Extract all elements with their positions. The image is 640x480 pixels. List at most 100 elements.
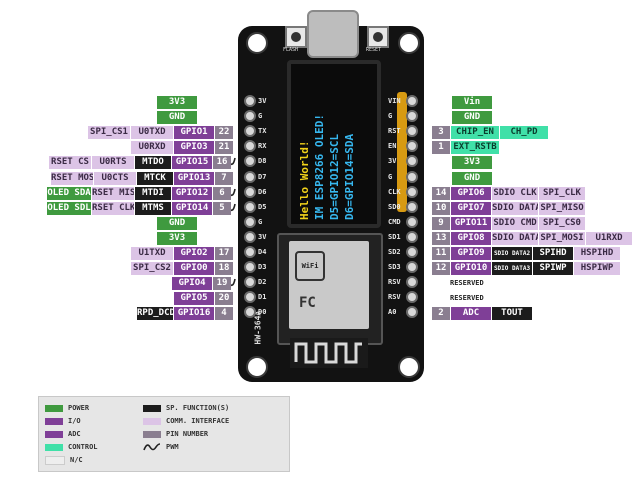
header-pin: [406, 306, 418, 319]
silk-label: 3V: [258, 232, 267, 241]
pin-label-comm: RSET CLK: [92, 201, 134, 215]
silk-label: 3V: [258, 97, 267, 105]
header-pin: [244, 291, 256, 304]
reset-button[interactable]: [367, 26, 389, 48]
legend-item: POWER: [45, 403, 89, 413]
legend-swatch: [45, 417, 63, 425]
legend: POWER I/O ADC CONTROL N/C SP. FUNCTION(S…: [38, 396, 290, 472]
silk-label: RST: [388, 127, 401, 136]
flash-button[interactable]: [285, 26, 307, 48]
silk-label: SD2: [388, 248, 401, 256]
pin-label-spfn: MTDI: [135, 186, 171, 200]
legend-swatch: [45, 443, 63, 451]
silk-label: CLK: [388, 187, 401, 196]
pin-label-pinno: 4: [215, 307, 233, 321]
pin-label-pinno: 6: [213, 186, 231, 200]
pin-label-gpio: GPIO7: [451, 201, 491, 215]
silk-label: D3: [258, 263, 267, 272]
header-pin: [244, 306, 256, 319]
legend-label: SP. FUNCTION(S): [166, 404, 230, 412]
header-pin: [244, 230, 256, 243]
pin-label-power: OLED SDL: [47, 201, 91, 215]
header-pin: [244, 125, 256, 138]
silk-label: RSV: [388, 293, 401, 302]
legend-label: I/O: [68, 417, 81, 425]
pin-label-ctrl: EXT_RSTB: [451, 141, 499, 155]
pin-label-pinno: 9: [432, 216, 450, 230]
esp8266-module: WiFi FC: [277, 233, 383, 345]
header-pin: [406, 95, 418, 107]
silk-label: D1: [258, 293, 267, 302]
pin-label-spfn: SDIO DATA2: [492, 247, 532, 260]
legend-label: POWER: [68, 404, 90, 412]
legend-item: N/C: [45, 455, 83, 465]
pin-label-comm: U0CTS: [94, 171, 136, 185]
pin-label-gpio: GPIO10: [451, 262, 491, 276]
oled-line: Hello World!: [298, 140, 311, 220]
pin-label-gpio: GPIO16: [174, 307, 214, 321]
legend-label: COMM. INTERFACE: [166, 417, 230, 425]
oled-text: Hello World! IM ESP8266 OLED! D5=GPIO12=…: [291, 64, 377, 224]
pin-label-comm: SDIO CLK: [492, 186, 538, 200]
legend-label: PWM: [166, 443, 179, 451]
pin-label-spfn: MTCK: [137, 171, 173, 185]
header-pin: [406, 155, 418, 168]
pin-label-gpio: GPIO13: [174, 171, 214, 185]
header-pin: [406, 215, 418, 228]
pin-label-power: 3V3: [157, 96, 197, 109]
pin-label-plain: RESERVED: [450, 279, 484, 288]
pin-label-pinno: 13: [432, 231, 450, 245]
silk-label: G: [388, 112, 393, 121]
silk-label: D4: [258, 248, 267, 256]
pin-label-spfn: TOUT: [492, 307, 532, 321]
fc-mark: FC: [299, 295, 316, 311]
pin-label-gpio: GPIO12: [172, 186, 212, 200]
mount-hole: [246, 356, 268, 378]
pin-label-pinno: 7: [215, 171, 233, 185]
header-pin: [406, 140, 418, 153]
pin-label-gpio: GPIO11: [451, 216, 491, 230]
pin-label-pinno: 14: [432, 186, 450, 200]
legend-item: PWM: [143, 442, 179, 452]
pin-label-comm: U1TXD: [131, 247, 173, 260]
silk-label: D7: [258, 172, 267, 181]
pin-label-pinno: 18: [215, 262, 233, 276]
silk-label: EN: [388, 142, 397, 151]
pin-label-comm: RSET MOSI: [51, 171, 93, 185]
legend-item: ADC: [45, 429, 81, 439]
pwm-icon: [143, 443, 161, 451]
pin-label-pinno: 17: [215, 247, 233, 260]
pin-label-spfn: RPD_DCDC: [137, 307, 173, 321]
header-pin: [406, 230, 418, 243]
usb-c-connector: [307, 10, 359, 58]
legend-item: I/O: [45, 416, 81, 426]
legend-label: N/C: [70, 456, 83, 464]
pin-label-comm: HSPIHD: [574, 247, 620, 260]
pin-label-plain: RESERVED: [450, 294, 484, 303]
pin-label-gpio: GPIO8: [451, 231, 491, 245]
oled-line: IM ESP8266 OLED!: [313, 114, 326, 220]
header-pin: [406, 200, 418, 213]
pin-label-power: Vin: [452, 96, 492, 109]
wifi-text: WiFi: [301, 262, 319, 270]
silk-label: RX: [258, 142, 267, 151]
legend-item: PIN NUMBER: [143, 429, 208, 439]
silk-label: SD0: [388, 202, 401, 211]
silk-label: D2: [258, 278, 267, 287]
pin-label-power: GND: [157, 111, 197, 125]
pin-label-comm: HSPIWP: [574, 262, 620, 276]
pin-label-comm: RSET CS: [49, 156, 91, 170]
pin-label-spfn: MTMS: [135, 201, 171, 215]
header-pin: [406, 246, 418, 258]
pin-label-comm: SPI_CS1: [88, 126, 130, 140]
pin-label-pinno: 21: [215, 141, 233, 155]
header-pin: [244, 110, 256, 123]
legend-item: SP. FUNCTION(S): [143, 403, 229, 413]
silk-label: 3V: [388, 157, 397, 166]
pin-label-pinno: 5: [213, 201, 231, 215]
legend-swatch: [45, 404, 63, 412]
mount-hole: [398, 356, 420, 378]
pin-label-spfn: SPIHD: [533, 247, 573, 260]
pin-label-pinno: 16: [213, 156, 231, 170]
pin-label-gpio: GPIO6: [451, 186, 491, 200]
